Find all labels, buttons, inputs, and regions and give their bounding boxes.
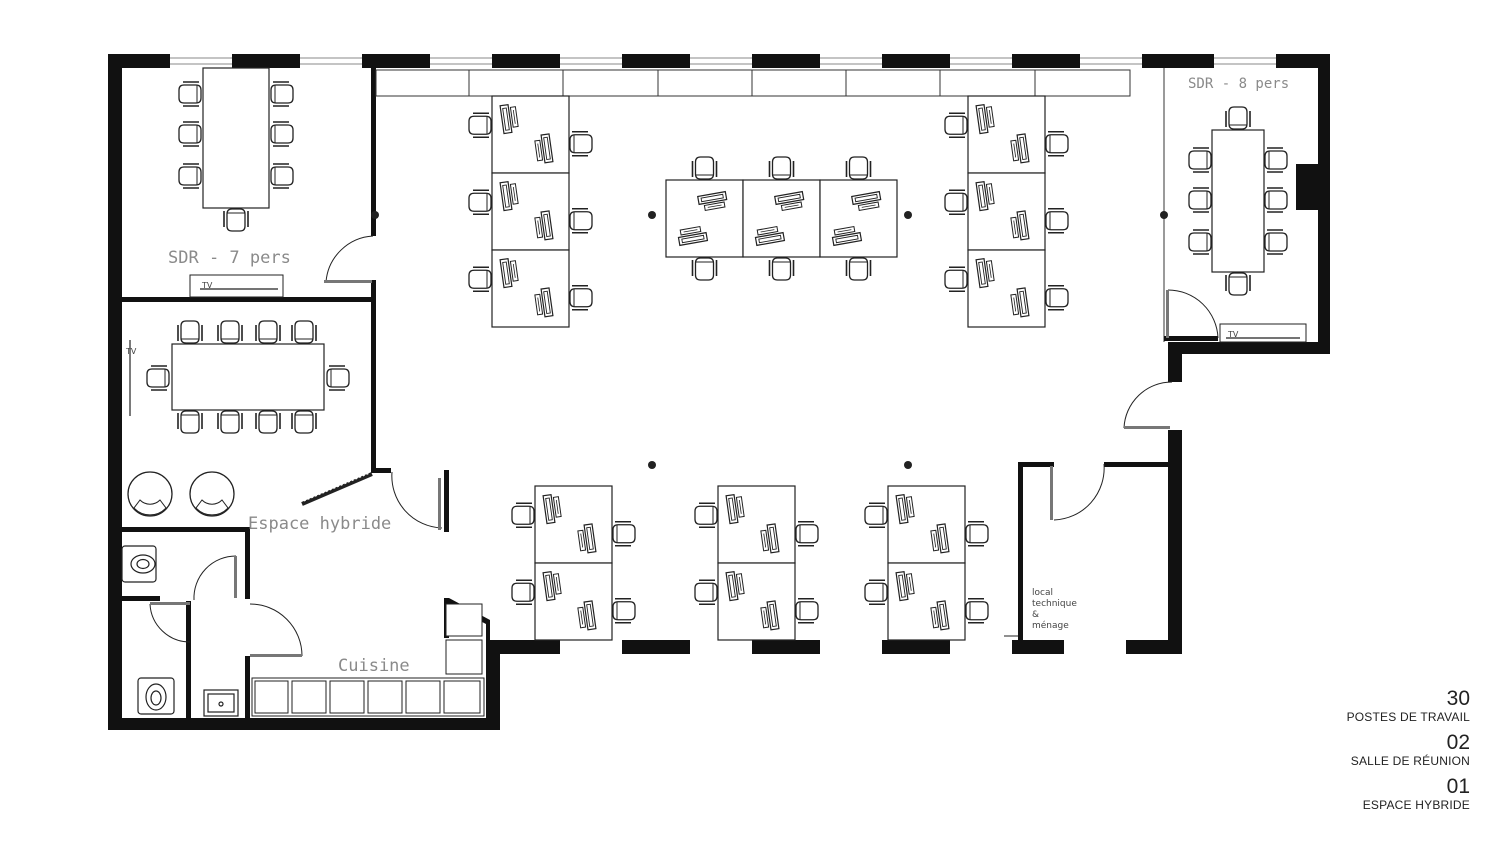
tv-label-sdr8: TV [1227, 330, 1239, 339]
exterior-walls [108, 54, 1330, 730]
windows [170, 57, 1276, 65]
legend: 30 POSTES DE TRAVAIL 02 SALLE DE RÉUNION… [1347, 688, 1470, 820]
workstation-desk [694, 485, 819, 564]
workstation-desk [864, 562, 989, 641]
svg-text:&: & [1032, 610, 1039, 620]
legend-number: 02 [1446, 731, 1470, 754]
meeting-room-8: TV [1188, 106, 1307, 343]
workstation-desk [944, 172, 1069, 251]
legend-label: SALLE DE RÉUNION [1350, 754, 1470, 768]
svg-text:local: local [1032, 588, 1053, 598]
workstation-desk [694, 562, 819, 641]
room-label-hybrid: Espace hybride [248, 514, 391, 534]
legend-number: 30 [1446, 687, 1470, 710]
workstation-desk [468, 172, 593, 251]
room-label-kitchen: Cuisine [338, 656, 410, 676]
legend-meeting-rooms: 02 SALLE DE RÉUNION [1347, 731, 1470, 769]
legend-number: 01 [1446, 775, 1470, 798]
tv-label: TV [201, 281, 213, 290]
legend-workstations: 30 POSTES DE TRAVAIL [1346, 687, 1470, 725]
workstation-desk [742, 156, 821, 281]
kitchen-counter [251, 603, 485, 717]
svg-text:technique: technique [1032, 599, 1077, 609]
svg-text:ménage: ménage [1032, 620, 1069, 631]
workstation-desk [468, 95, 593, 174]
tv-label-hybrid: TV [125, 347, 137, 356]
workstation-desk [944, 95, 1069, 174]
workstation-desk [511, 485, 636, 564]
workstation-desk [864, 485, 989, 564]
legend-label: POSTES DE TRAVAIL [1346, 710, 1470, 724]
legend-hybrid-space: 01 ESPACE HYBRIDE [1347, 775, 1470, 813]
workstation-desk [468, 249, 593, 328]
workstation-desk [819, 156, 898, 281]
sdr8-wall-stub [1164, 336, 1218, 341]
meeting-room-7: TV [178, 67, 294, 298]
bathrooms [121, 545, 239, 717]
legend-label: ESPACE HYBRIDE [1362, 798, 1470, 812]
hybrid-space: TV [125, 320, 350, 517]
doors [149, 235, 1219, 657]
storage-cabinets [375, 69, 1131, 97]
workstation-desk [665, 156, 744, 281]
room-label-sdr7: SDR - 7 pers [168, 248, 291, 268]
workstation-desk [944, 249, 1069, 328]
workstation-desk [511, 562, 636, 641]
workstations [468, 95, 1069, 641]
room-label-technical: local technique & ménage [1032, 588, 1077, 631]
room-label-sdr8: SDR - 8 pers [1188, 76, 1289, 92]
